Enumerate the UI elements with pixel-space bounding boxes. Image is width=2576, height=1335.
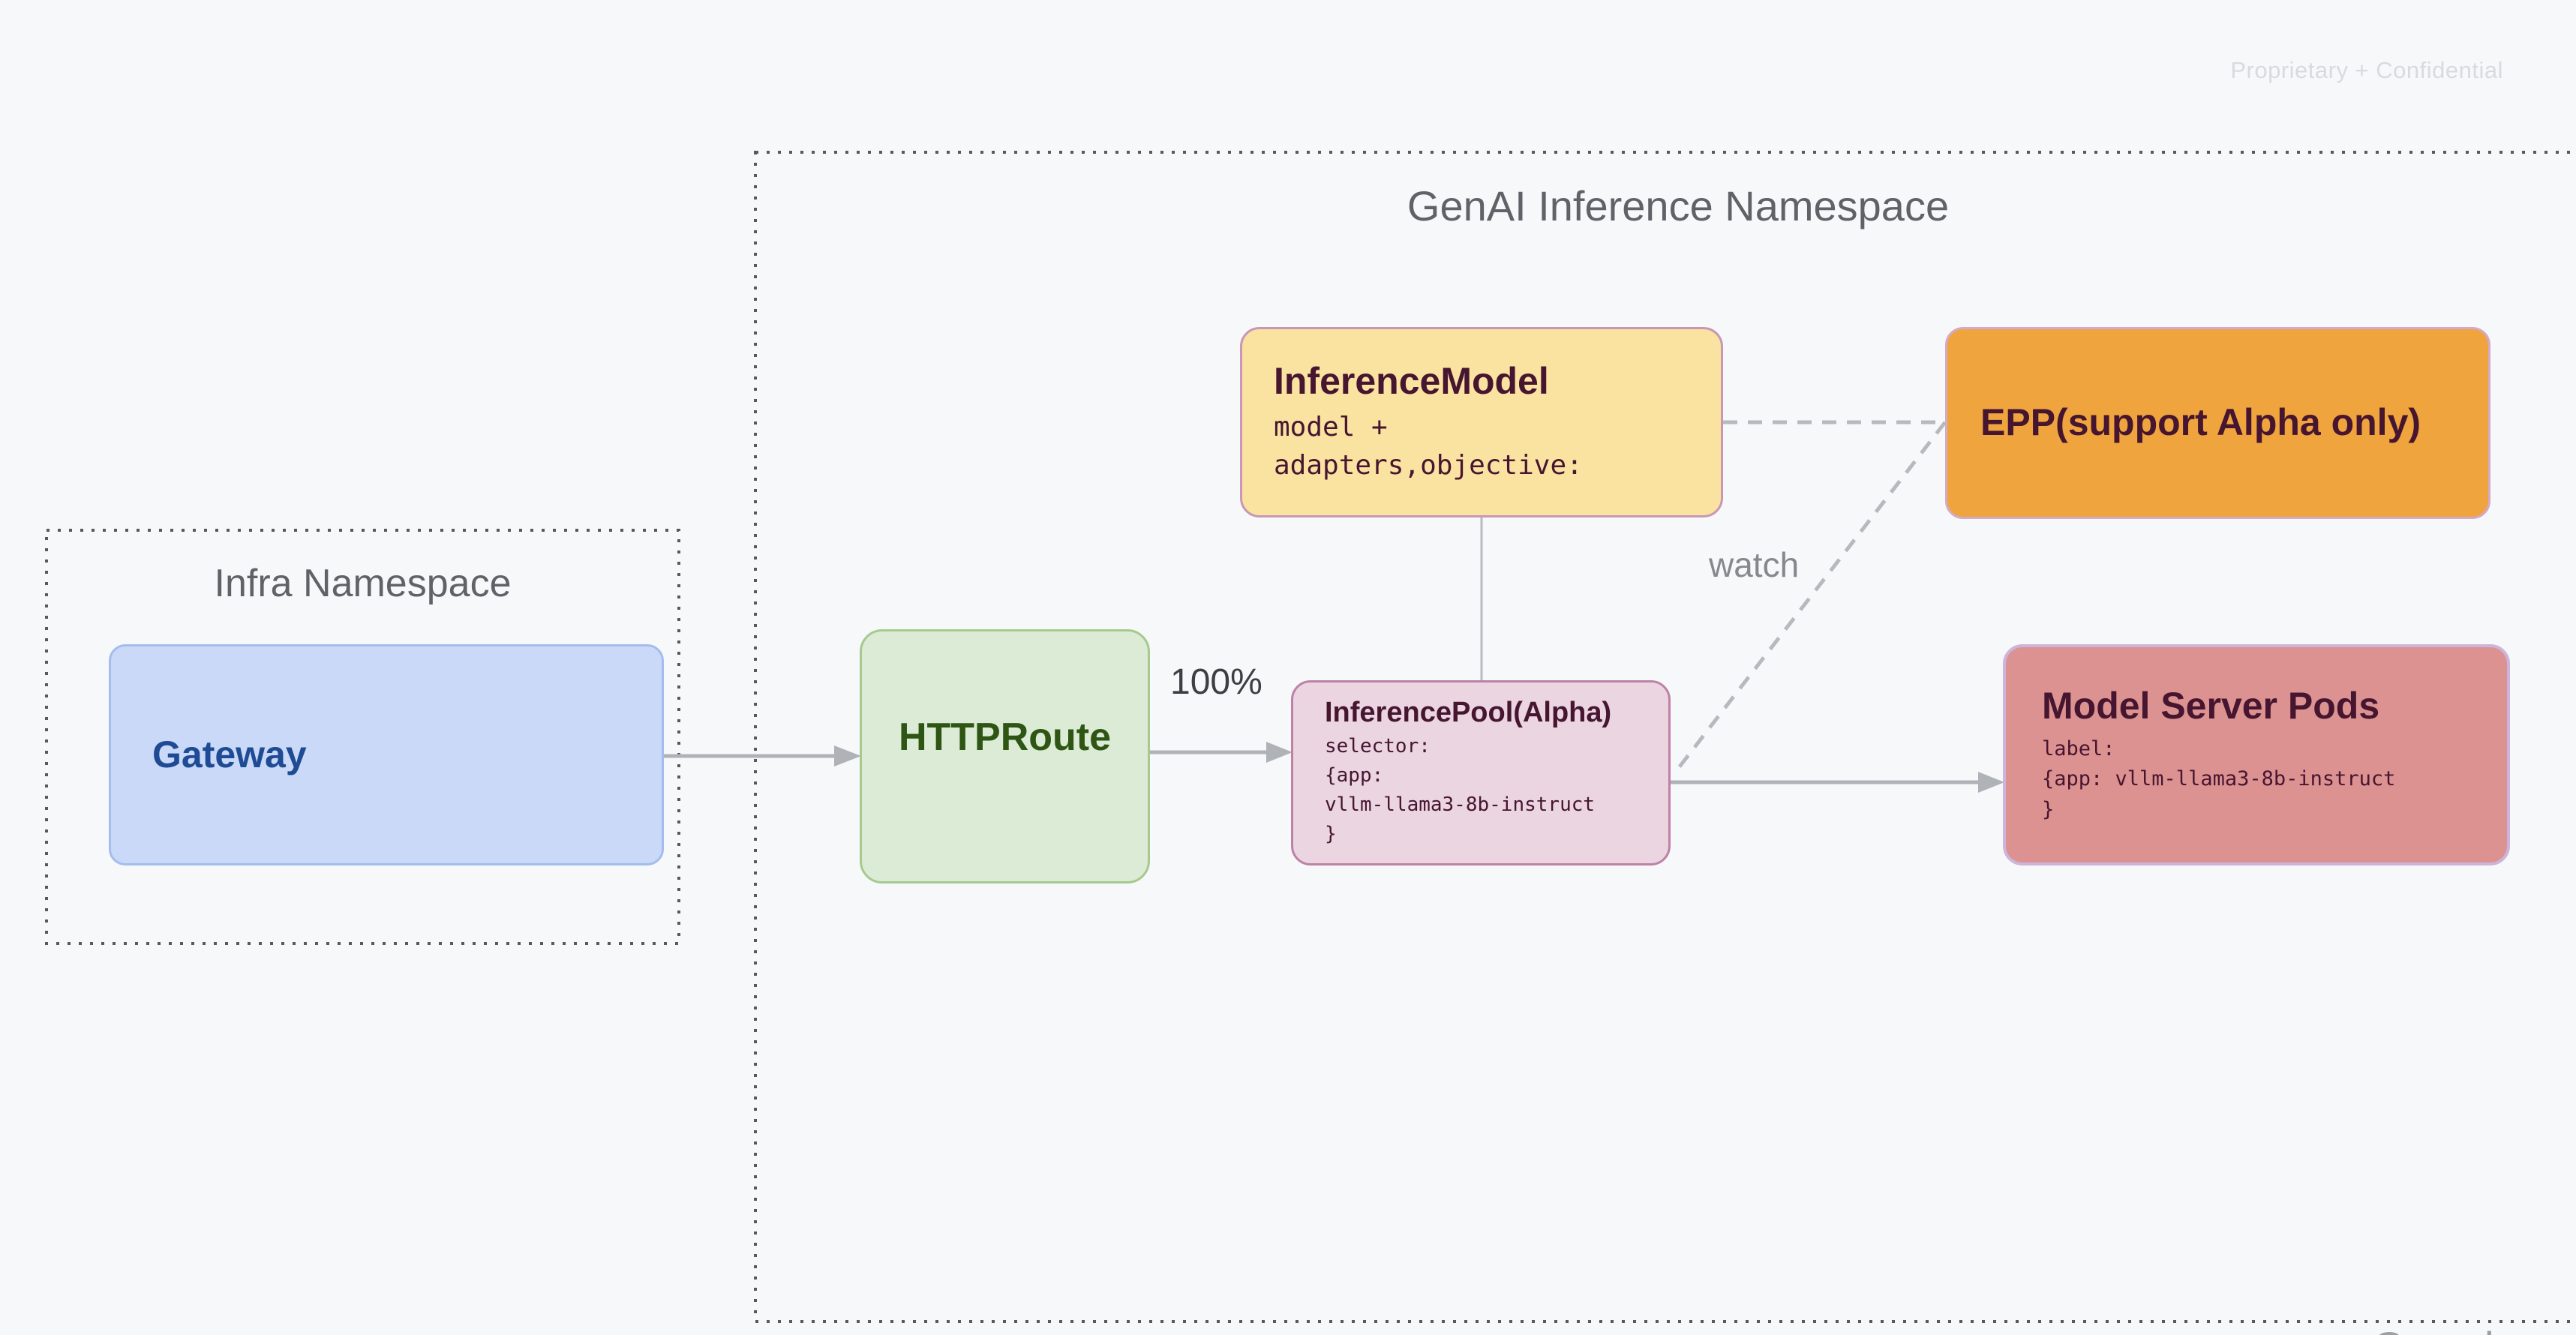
httproute-title: HTTPRoute bbox=[898, 715, 1112, 759]
inference-pool-spec: selector: {app: vllm-llama3-8b-instruct … bbox=[1325, 735, 1596, 846]
inference-pool-title: InferencePool(Alpha) bbox=[1325, 696, 1612, 728]
node-gateway: Gateway bbox=[109, 644, 664, 866]
arrowhead-model-server-pods bbox=[1978, 772, 2004, 793]
edge-label-watch: watch bbox=[1709, 545, 1800, 584]
inference-model-spec: model + adapters,objective: bbox=[1274, 412, 1583, 481]
node-epp: EPP(support Alpha only) bbox=[1945, 327, 2490, 519]
node-httproute: HTTPRoute bbox=[860, 629, 1150, 884]
arrowhead-inferencepool bbox=[1266, 742, 1293, 763]
genai-namespace-title: GenAI Inference Namespace bbox=[1407, 182, 1950, 230]
model-server-pods-spec: label: {app: vllm-llama3-8b-instruct } bbox=[2042, 736, 2396, 821]
model-server-pods-title: Model Server Pods bbox=[2042, 685, 2380, 727]
edge-label-traffic-split: 100% bbox=[1170, 662, 1262, 702]
gateway-title: Gateway bbox=[152, 733, 307, 776]
inference-model-title: InferenceModel bbox=[1274, 359, 1549, 402]
infra-namespace-border bbox=[45, 529, 680, 945]
node-inference-pool: InferencePool(Alpha) selector: {app: vll… bbox=[1291, 680, 1671, 866]
infra-namespace-title: Infra Namespace bbox=[214, 562, 512, 605]
arrowhead-httproute bbox=[834, 746, 861, 766]
node-model-server-pods: Model Server Pods label: {app: vllm-llam… bbox=[2003, 644, 2510, 866]
epp-title: EPP(support Alpha only) bbox=[1980, 401, 2421, 444]
google-logo-partial: Google bbox=[2372, 1323, 2521, 1335]
confidential-label: Proprietary + Confidential bbox=[2230, 57, 2503, 83]
genai-namespace-border bbox=[754, 151, 2576, 1323]
node-inference-model: InferenceModel model + adapters,objectiv… bbox=[1240, 327, 1723, 518]
